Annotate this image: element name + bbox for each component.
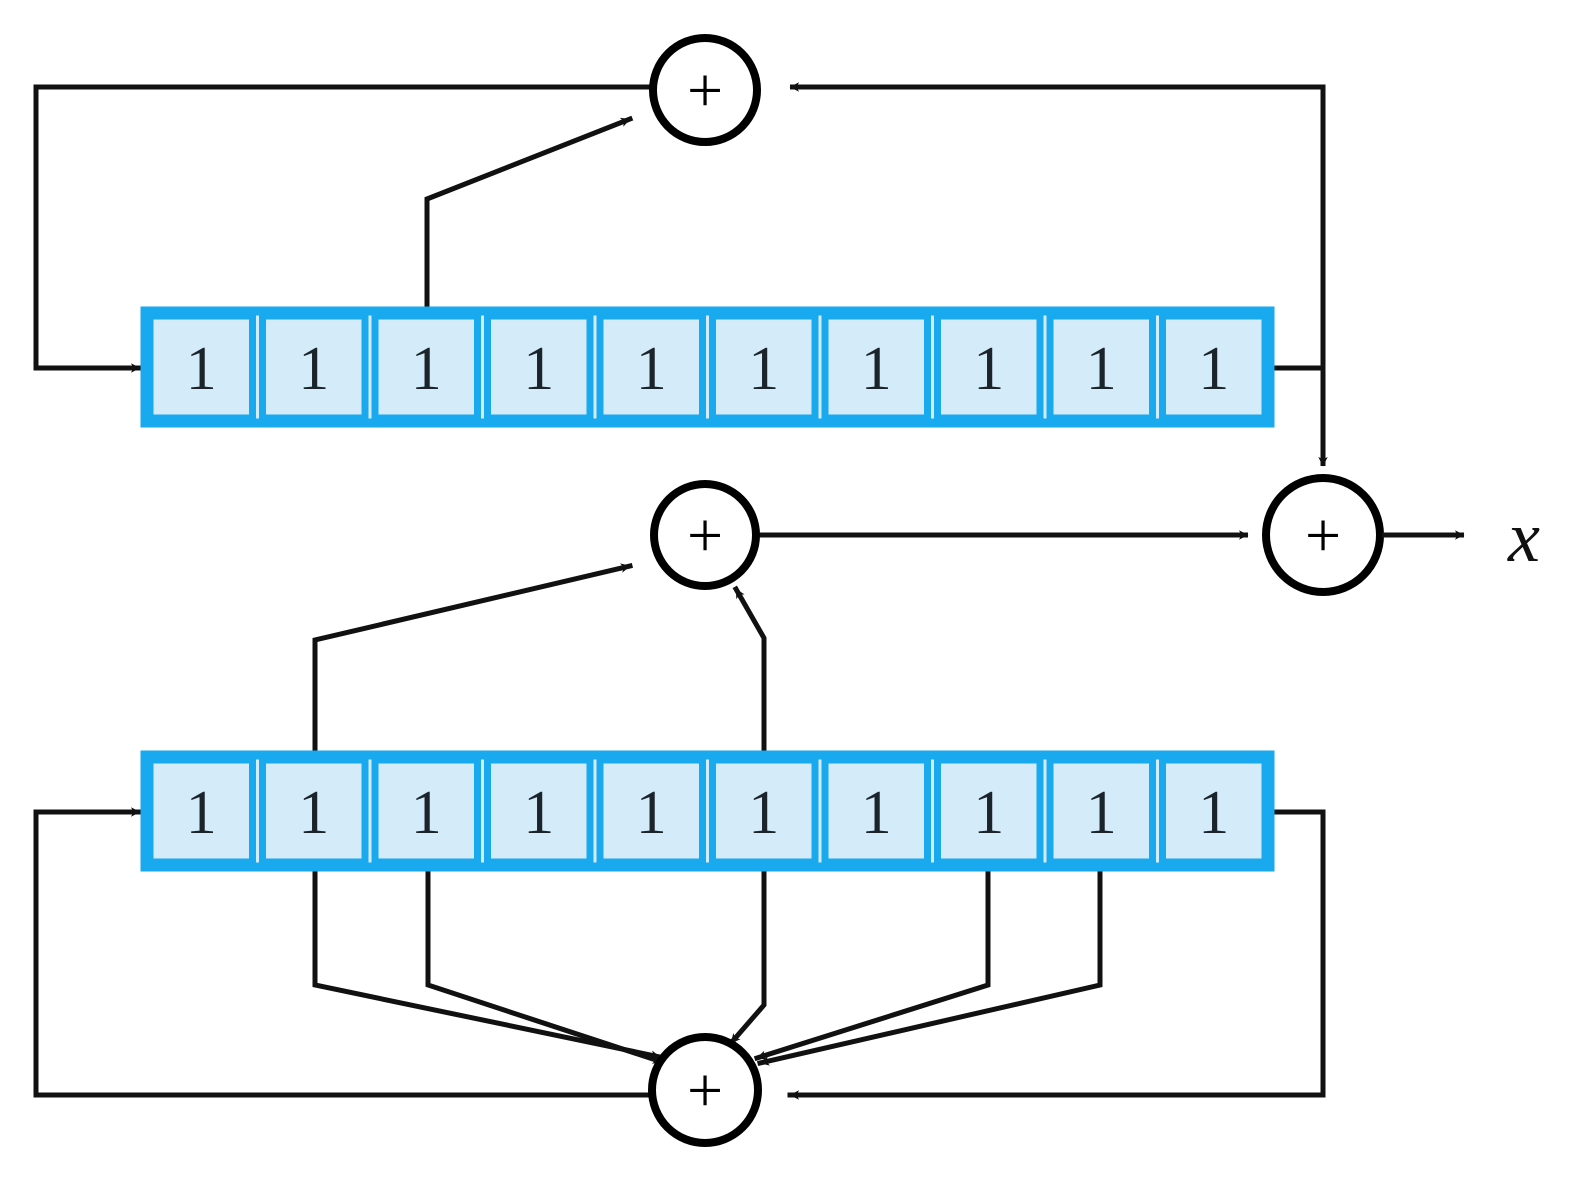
register-cell-value: 1	[861, 779, 892, 847]
output-label-x: x	[1507, 497, 1540, 577]
register-cell-value: 1	[973, 335, 1004, 403]
right-adder-circle[interactable]	[1262, 474, 1384, 596]
register-cell[interactable]	[484, 756, 594, 866]
register-cell[interactable]	[146, 756, 256, 866]
bottom-left-feedback-wire	[33, 807, 653, 1098]
register-cell-value: 1	[748, 779, 779, 847]
bottom-adder[interactable]: +	[648, 1033, 762, 1147]
bottom-right-feedback-wire	[787, 809, 1326, 1100]
register-cell[interactable]	[1159, 756, 1269, 866]
middle-adder-circle[interactable]	[650, 480, 760, 590]
register-cell[interactable]	[934, 756, 1044, 866]
register-cell[interactable]	[371, 312, 481, 422]
bottom-bank-down-tap-4	[753, 862, 991, 1062]
middle-adder-plus: +	[687, 500, 723, 571]
top-adder-circle[interactable]	[649, 34, 761, 146]
register-cell-value: 1	[298, 335, 329, 403]
bottom-bank-up-tap-center	[732, 585, 767, 760]
register-cell-value: 1	[748, 335, 779, 403]
bottom-adder-plus: +	[687, 1055, 723, 1126]
top-shift-register[interactable]: 1 1 1 1 1 1 1 1 1 1	[140, 306, 1275, 428]
bottom-bank-down-tap-2	[425, 862, 666, 1066]
register-cell[interactable]	[1046, 312, 1156, 422]
register-cell[interactable]	[1046, 756, 1156, 866]
register-cell-value: 1	[186, 335, 217, 403]
register-cell[interactable]	[484, 312, 594, 422]
register-cell-value: 1	[1086, 779, 1117, 847]
register-cell-value: 1	[523, 779, 554, 847]
register-cell[interactable]	[259, 756, 369, 866]
register-cell[interactable]	[371, 756, 481, 866]
register-cell-value: 1	[186, 779, 217, 847]
top-adder[interactable]: +	[649, 34, 761, 146]
register-cell[interactable]	[1159, 312, 1269, 422]
register-cell-value: 1	[973, 779, 1004, 847]
register-cell[interactable]	[146, 312, 256, 422]
right-adder[interactable]: +	[1262, 474, 1384, 596]
bottom-bank-down-tap-3	[727, 862, 767, 1047]
register-cell-value: 1	[1198, 335, 1229, 403]
register-cell-value: 1	[411, 335, 442, 403]
top-adder-plus: +	[687, 55, 723, 126]
bottom-bank-up-tap-left	[312, 562, 634, 760]
right-adder-plus: +	[1305, 500, 1341, 571]
register-cell[interactable]	[259, 312, 369, 422]
bottom-bank-down-tap-5	[757, 862, 1103, 1066]
middle-adder[interactable]: +	[650, 480, 760, 590]
register-cell[interactable]	[821, 312, 931, 422]
register-cell[interactable]	[934, 312, 1044, 422]
register-cell[interactable]	[709, 756, 819, 866]
register-cell-value: 1	[636, 779, 667, 847]
register-cell-value: 1	[861, 335, 892, 403]
register-cell-value: 1	[1086, 335, 1117, 403]
bottom-bank-down-tap-1	[312, 862, 663, 1060]
register-cell-value: 1	[636, 335, 667, 403]
register-cell-value: 1	[523, 335, 554, 403]
register-cell[interactable]	[596, 312, 706, 422]
top-feedback-wire	[33, 84, 653, 373]
top-bank-tap-wire	[424, 115, 634, 314]
register-cell-value: 1	[1198, 779, 1229, 847]
register-cell[interactable]	[821, 756, 931, 866]
register-cell[interactable]	[709, 312, 819, 422]
register-cell-value: 1	[411, 779, 442, 847]
bottom-shift-register[interactable]: 1 1 1 1 1 1 1 1 1 1	[140, 750, 1275, 872]
register-cell[interactable]	[596, 756, 706, 866]
register-cell-value: 1	[298, 779, 329, 847]
bottom-adder-circle[interactable]	[648, 1033, 762, 1147]
